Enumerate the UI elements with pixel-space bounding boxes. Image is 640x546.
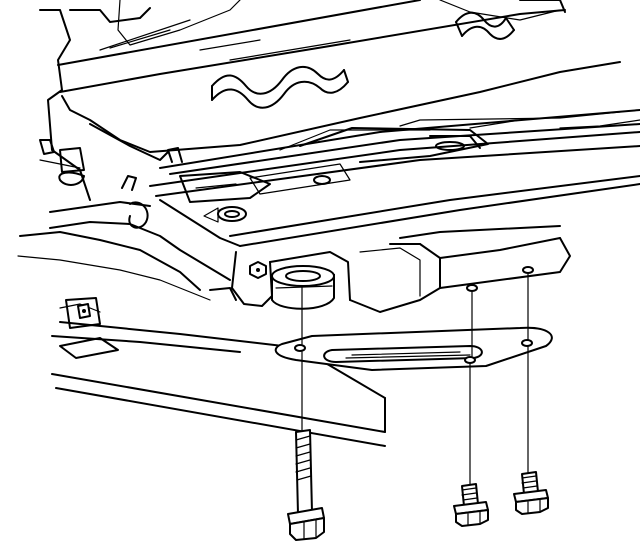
- alignment-lines: [301, 273, 529, 489]
- short-bolt-right: [513, 471, 549, 515]
- long-bolt: [287, 429, 325, 541]
- crossmember: [17, 131, 640, 447]
- short-bolt: [453, 483, 489, 527]
- mount-bracket: [59, 225, 571, 359]
- support-plate: [274, 326, 553, 371]
- vehicle-frame: [39, 0, 640, 201]
